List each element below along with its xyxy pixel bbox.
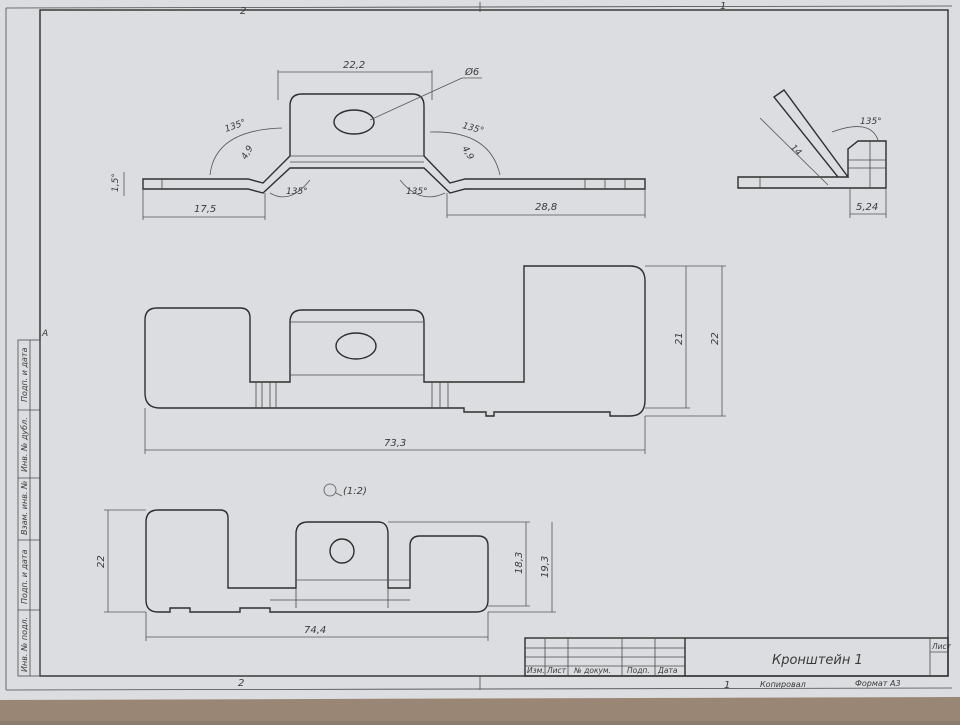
outer-border-bottom [5,687,953,691]
dim-left-flange: 17,5 [194,204,216,215]
header-doc-number: № докум. [573,666,611,675]
format-label: Формат А3 [855,679,901,688]
developed-hole [329,538,355,564]
dim-flat-width: 73,3 [384,438,406,449]
header-date: Дата [657,666,678,675]
stamp-label-2: Инв. № дубл. [20,417,29,472]
view-scale-label: (1:2) [343,486,367,497]
dim-flat-height-22: 22 [710,332,721,345]
title-block: Изм. Лист № докум. Подп. Дата Кронштейн … [524,637,952,689]
stamp-label-5: Инв. № подл. [20,617,29,672]
dim-view2-h18: 18,3 [514,552,525,574]
flat-hole [335,332,377,360]
header-izm: Изм. [527,666,545,675]
header-signature: Подп. [627,666,650,675]
view-flat-pattern: 21 22 73,3 [144,265,726,454]
side-stamp: Подп. и дата Инв. № дубл. Взам. инв. № П… [17,339,41,677]
dim-thickness: 1,5° [111,173,121,192]
stamp-label-1: Подп. и дата [20,347,29,402]
stamp-label-3: Взам. инв. № [20,481,29,535]
dim-right-flange: 28,8 [535,202,557,213]
header-list: Лист [546,666,567,675]
dim-angle-5: 135° [860,117,882,127]
dim-view2-width: 74,4 [304,625,326,636]
view-label-circle-icon [323,483,337,497]
dim-side-base: 5,24 [856,202,878,213]
zone-mark-bottom-right: 1 [724,680,730,691]
dim-angle-2: 135° [286,187,308,197]
dim-view2-h19: 19,3 [540,556,551,578]
dim-top-width: 22,2 [343,60,365,71]
paper [0,0,960,703]
dim-view2-height: 22 [96,555,107,568]
outer-border-top [5,5,953,9]
dim-hole-diameter: Ø6 [464,66,479,78]
zone-mark-left: A [41,329,48,339]
dim-angle-4: 135° [406,187,428,197]
stamp-label-4: Подп. и дата [20,549,29,604]
view-bent-profile: 22,2 Ø6 135° 135° 135° 135° 4,9 4,9 1,5°… [111,60,646,220]
dim-flat-height-21: 21 [674,332,685,345]
table-surface [0,697,960,721]
zone-mark-bottom-left: 2 [238,678,244,689]
zone-mark-top-left: 2 [240,6,246,17]
view-developed: 22 18,3 19,3 74,4 [96,509,556,641]
zone-mark-top-right: 1 [720,1,726,12]
copied-label: Копировал [760,680,806,689]
sheet-label: Лист [931,642,952,651]
hole-ellipse [333,109,375,135]
part-name: Кронштейн 1 [772,653,863,668]
